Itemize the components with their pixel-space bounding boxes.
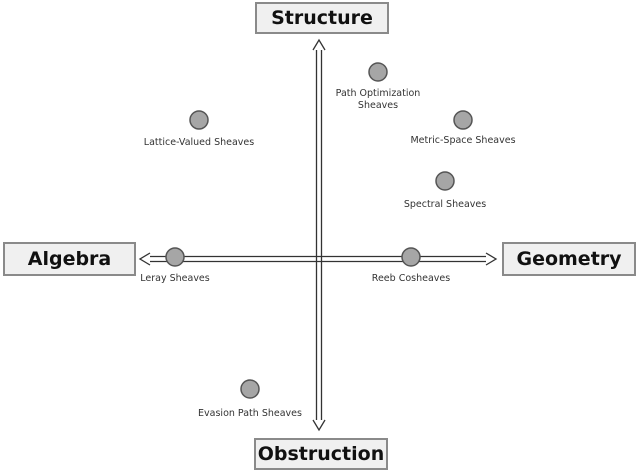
horizontal-axis-arrowhead-right — [485, 252, 498, 266]
label-metric-space: Metric-Space Sheaves — [410, 135, 516, 146]
vertical-axis-arrowhead-down — [312, 419, 326, 432]
label-lattice-valued: Lattice-Valued Sheaves — [143, 137, 255, 148]
label-leray: Leray Sheaves — [140, 273, 210, 284]
node-dot-reeb — [401, 247, 421, 267]
vertical-axis-arrowhead-up — [312, 38, 326, 51]
label-spectral: Spectral Sheaves — [403, 199, 487, 210]
node-dots — [165, 62, 473, 399]
pole-structure: Structure — [255, 2, 389, 34]
label-reeb: Reeb Cosheaves — [371, 273, 451, 284]
label-evasion-path: Evasion Path Sheaves — [198, 408, 302, 419]
pole-geometry: Geometry — [502, 242, 636, 276]
horizontal-axis-arrowhead-left — [138, 252, 151, 266]
horizontal-axis-arrow — [138, 252, 498, 266]
pole-obstruction: Obstruction — [254, 438, 388, 470]
pole-algebra: Algebra — [3, 242, 136, 276]
node-dot-evasion-path — [240, 379, 260, 399]
node-dot-spectral — [435, 171, 455, 191]
label-path-optimization: Path Optimization Sheaves — [335, 88, 421, 111]
node-dot-path-optimization — [368, 62, 388, 82]
node-dot-metric-space — [453, 110, 473, 130]
node-dot-lattice-valued — [189, 110, 209, 130]
node-dot-leray — [165, 247, 185, 267]
vertical-axis-arrow — [312, 38, 326, 432]
